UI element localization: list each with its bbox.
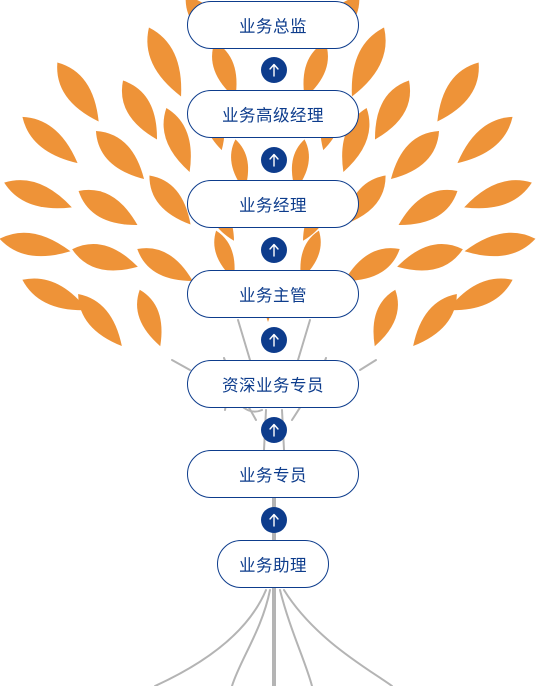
arrow-up-icon xyxy=(261,57,287,83)
leaf-shape xyxy=(214,230,235,280)
leaf-shape xyxy=(390,130,440,180)
level-node-supervisor[interactable]: 业务主管 xyxy=(187,270,359,318)
leaf-shape xyxy=(398,190,458,226)
leaf-shape xyxy=(291,139,309,191)
leaf-shape xyxy=(413,293,457,347)
leaf-shape xyxy=(447,278,513,311)
leaf-shape xyxy=(464,232,536,257)
leaf-shape xyxy=(342,108,370,172)
leaf-shape xyxy=(57,62,99,122)
leaf-shape xyxy=(137,289,162,347)
level-node-specialist[interactable]: 业务专员 xyxy=(187,450,359,498)
leaf-shape xyxy=(373,289,398,347)
leaf-shape xyxy=(464,180,532,209)
leaf-shape xyxy=(149,175,191,225)
leaf-shape xyxy=(137,248,193,281)
leaf-shape xyxy=(351,27,386,97)
leaf-shape xyxy=(78,190,138,226)
leaf-shape xyxy=(4,180,72,209)
level-node-assistant[interactable]: 业务助理 xyxy=(217,540,329,588)
leaf-shape xyxy=(147,27,182,97)
arrow-up-icon xyxy=(261,417,287,443)
arrow-up-icon xyxy=(261,237,287,263)
leaf-shape xyxy=(231,139,249,191)
leaf-shape xyxy=(122,80,158,140)
leaf-shape xyxy=(344,248,400,281)
leaf-shape xyxy=(212,41,237,99)
leaf-shape xyxy=(22,278,88,311)
leaf-shape xyxy=(457,116,513,164)
leaf-shape xyxy=(374,80,410,140)
leaf-shape xyxy=(163,108,191,172)
leaf-shape xyxy=(0,232,71,257)
arrow-up-icon xyxy=(261,327,287,353)
leaf-shape xyxy=(437,62,479,122)
leaf-shape xyxy=(397,243,463,271)
leaf-shape xyxy=(22,116,78,164)
leaf-shape xyxy=(78,293,122,347)
level-node-director[interactable]: 业务总监 xyxy=(187,1,359,49)
level-node-senior-manager[interactable]: 业务高级经理 xyxy=(187,90,359,138)
leaf-shape xyxy=(72,243,138,271)
leaf-shape xyxy=(300,230,321,280)
level-node-senior-specialist[interactable]: 资深业务专员 xyxy=(187,360,359,408)
arrow-up-icon xyxy=(261,147,287,173)
level-node-manager[interactable]: 业务经理 xyxy=(187,180,359,228)
leaf-shape xyxy=(303,41,328,99)
arrow-up-icon xyxy=(261,507,287,533)
leaf-shape xyxy=(95,130,145,180)
